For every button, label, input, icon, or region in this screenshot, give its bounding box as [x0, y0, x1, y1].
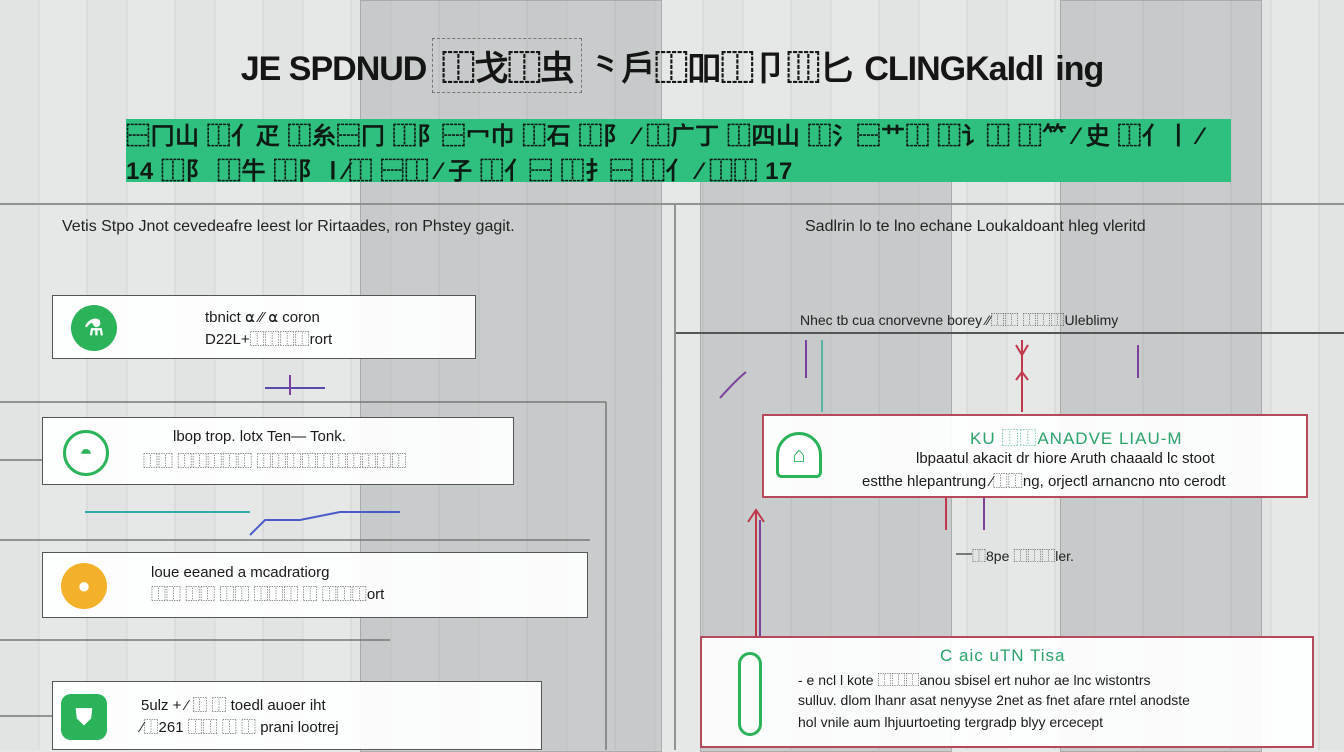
flask-icon: ⚗: [71, 305, 117, 351]
mid-label: ⿰8pe ⿰⿰⿰ler.: [972, 548, 1074, 564]
left-card-2: ◓ lbop trop. lotx Ten— Tonk. ⿰⿰ ⿰⿰⿰⿰⿰ ⿰⿰…: [42, 417, 514, 485]
vertical-divider: [674, 203, 676, 750]
dome-icon: ◓: [63, 430, 109, 476]
card-line: ⁄⿰261 ⿰⿰ ⿰ ⿰ prani lootrej: [141, 719, 339, 736]
title-part-c: ⺀戶⿰吅⿰卩⿲匕: [588, 50, 853, 88]
card-line: lbop trop. lotx Ten— Tonk.: [173, 428, 346, 445]
shield-icon: ⛊: [61, 694, 107, 740]
title-part-e: ing: [1055, 50, 1104, 88]
card-line: loue eeaned a mcadratiorg: [151, 564, 330, 581]
left-connectors: [0, 375, 607, 750]
card-line: D22L+⿰⿰⿰⿰rort: [205, 331, 333, 348]
right-card-2: C aic uTN Tisa - e ncl l kote ⿰⿰⿰anou sb…: [700, 636, 1314, 748]
left-column-heading: Vetis Stpo Jnot cevedeafre leest lor Rir…: [62, 218, 515, 235]
card-title: KU ⿰⿰ANADVE LIAU-M: [970, 429, 1183, 448]
card-line: estthe hlepantrung ⁄⿰⿰ng, orjectl arnanc…: [862, 473, 1226, 490]
card-line: ⿰⿰ ⿰⿰⿰⿰⿰ ⿰⿰⿰⿰⿰⿰⿰⿰⿰⿰: [143, 453, 407, 470]
card-line: sulluv. dlom lhanr asat nenyyse 2net as …: [798, 692, 1190, 708]
right-card-1: ⌂ KU ⿰⿰ANADVE LIAU-M lbpaatul akacit dr …: [762, 414, 1308, 498]
page-title: JE SPDNUD⿰戈⿰虫⺀戶⿰吅⿰卩⿲匕 CLINGKaIdl ing: [0, 38, 1344, 93]
subtitle-banner: ⿱冂山 ⿰亻疋 ⿰糸⿱冂 ⿰阝⿱冖巾 ⿰石 ⿰阝 ⁄ ⿰广丁 ⿰四山 ⿰氵⿱艹⿰…: [126, 119, 1231, 185]
right-connectors: [676, 332, 1344, 636]
title-part-d: CLINGKaIdl: [864, 50, 1044, 88]
coin-icon: ●: [61, 563, 107, 609]
card-line: ⿰⿰ ⿰⿰ ⿰⿰ ⿰⿰⿰ ⿰ ⿰⿰⿰ort: [151, 586, 385, 603]
left-card-3: ● loue eeaned a mcadratiorg ⿰⿰ ⿰⿰ ⿰⿰ ⿰⿰⿰…: [42, 552, 588, 618]
card-line: 5ulz + ⁄ ⿰ ⿰ toedl auoer iht: [141, 697, 326, 714]
card-line: - e ncl l kote ⿰⿰⿰anou sbisel ert nuhor …: [798, 672, 1151, 688]
card-line: hol vnile aum lhjuurtoeting tergradp bly…: [798, 714, 1104, 730]
dome-building-icon: ⌂: [776, 432, 822, 478]
card-title: C aic uTN Tisa: [940, 646, 1066, 665]
left-card-4: ⛊ 5ulz + ⁄ ⿰ ⿰ toedl auoer iht ⁄⿰261 ⿰⿰ …: [52, 681, 542, 750]
title-part-a: JE SPDNUD: [240, 50, 428, 88]
capsule-icon: [738, 652, 762, 736]
right-column-subheading: Nhec tb cua cnorvevne borey ⁄⁄⿰⿰ ⿰⿰⿰Uleb…: [800, 312, 1119, 328]
card-line: lbpaatul akacit dr hiore Aruth chaaald l…: [916, 450, 1215, 467]
left-card-1: ⚗ tbnict ⍺ ⁄⁄ ⍺ coron D22L+⿰⿰⿰⿰rort: [52, 295, 476, 359]
card-line: tbnict ⍺ ⁄⁄ ⍺ coron: [205, 309, 320, 326]
horizontal-divider: [0, 203, 1344, 205]
right-column-heading: Sadlrin lo te lno echane Loukaldoant hle…: [805, 218, 1146, 235]
title-part-b: ⿰戈⿰虫: [432, 38, 583, 93]
banner-text: ⿱冂山 ⿰亻疋 ⿰糸⿱冂 ⿰阝⿱冖巾 ⿰石 ⿰阝 ⁄ ⿰广丁 ⿰四山 ⿰氵⿱艹⿰…: [126, 122, 1203, 185]
